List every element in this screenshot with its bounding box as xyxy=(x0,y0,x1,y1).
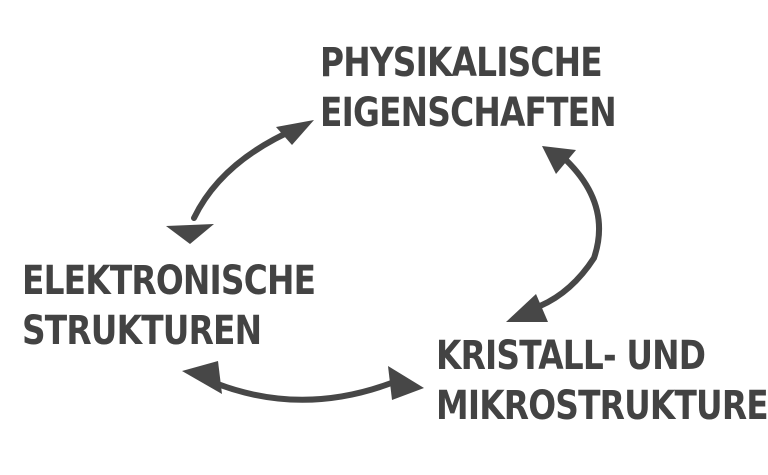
node-electronic-line-1: ELEKTRONISCHE xyxy=(22,258,316,304)
node-electronic-structures: ELEKTRONISCHE STRUKTUREN xyxy=(22,256,316,356)
arrow-electronic-crystal xyxy=(207,378,397,403)
arrow-electronic-physical xyxy=(191,124,303,221)
node-crystal-microstructures: KRISTALL- UND MIKROSTRUKTUREN xyxy=(436,331,768,431)
arrowhead-electronic-bottom xyxy=(182,361,222,394)
arrowhead-electronic-end xyxy=(166,224,214,244)
arrowhead-physical-end xyxy=(276,120,314,145)
arrowhead-physical-top xyxy=(542,146,576,174)
node-crystal-line-1: KRISTALL- UND xyxy=(436,333,706,379)
node-physical-line-1: PHYSIKALISCHE xyxy=(320,40,603,86)
arrowhead-crystal-left xyxy=(388,366,424,400)
node-crystal-line-2: MIKROSTRUKTUREN xyxy=(436,383,768,429)
arrow-physical-crystal xyxy=(537,157,603,309)
node-physical-properties: PHYSIKALISCHE EIGENSCHAFTEN xyxy=(320,38,617,138)
node-physical-line-2: EIGENSCHAFTEN xyxy=(320,90,617,136)
arrowhead-crystal-end xyxy=(506,294,548,322)
node-electronic-line-2: STRUKTUREN xyxy=(22,308,262,354)
